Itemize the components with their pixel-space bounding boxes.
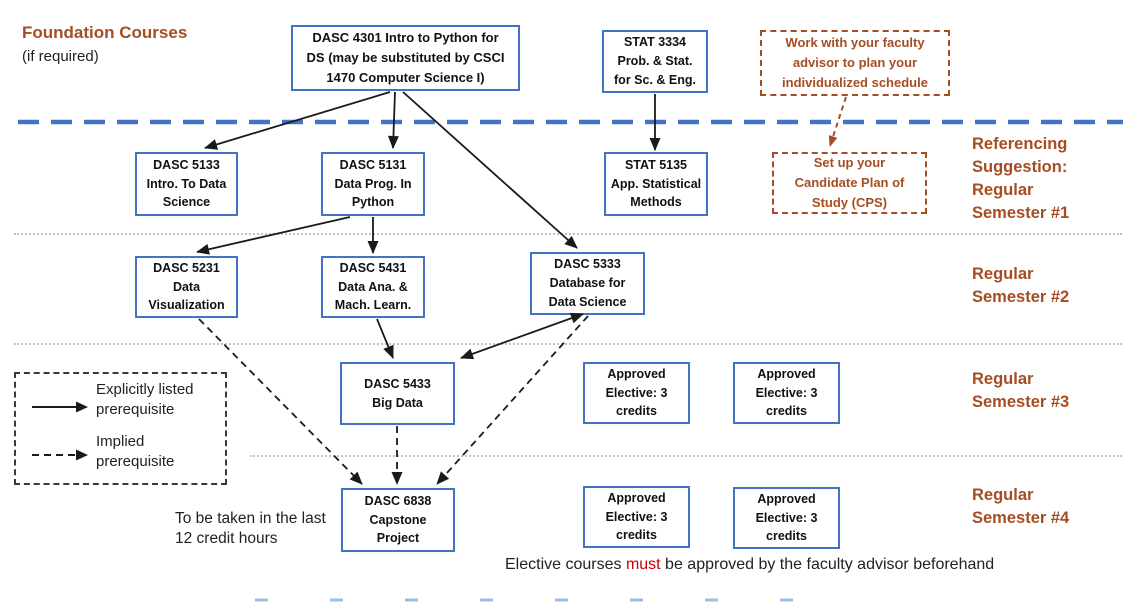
- elective-note-must: must: [625, 556, 661, 573]
- course-box-dasc-5333: DASC 5333 Database for Data Science: [530, 252, 645, 315]
- edge-dasc4301-dasc5333: [402, 91, 578, 249]
- elective-box-2: Approved Elective: 3 credits: [733, 362, 840, 424]
- elective-box-1: Approved Elective: 3 credits: [583, 362, 690, 424]
- edge-dasc4301-dasc5133: [204, 91, 391, 150]
- row-separator-1: [14, 233, 1122, 235]
- legend-implied-label: Implied prerequisite: [96, 433, 175, 470]
- foundation-courses-subtitle: (if required): [22, 48, 99, 65]
- semester-label-4: Regular Semester #4: [972, 486, 1070, 527]
- course-box-stat-3334: STAT 3334 Prob. & Stat. for Sc. & Eng.: [602, 30, 708, 93]
- elective-note-pre: Elective courses: [505, 556, 626, 573]
- edge-dasc5333-dasc6838: [436, 315, 589, 485]
- foundation-courses-title: Foundation Courses: [22, 23, 188, 42]
- course-box-dasc-5431: DASC 5431 Data Ana. & Mach. Learn.: [321, 256, 425, 318]
- course-box-dasc-5131: DASC 5131 Data Prog. In Python: [321, 152, 425, 216]
- row-separator-3: [250, 455, 1122, 457]
- advisor-cps-note-box: Set up your Candidate Plan of Study (CPS…: [772, 152, 927, 214]
- elective-approval-note: Elective courses must be approved by the…: [505, 556, 994, 574]
- course-box-dasc-5231: DASC 5231 Data Visualization: [135, 256, 238, 318]
- dashed-arrow-icon: [32, 449, 88, 461]
- elective-box-3: Approved Elective: 3 credits: [583, 486, 690, 548]
- edge-dasc5431-dasc5433: [376, 318, 394, 359]
- legend-box: Explicitly listed prerequisite Implied p…: [14, 372, 227, 485]
- capstone-timing-note: To be taken in the last 12 credit hours: [175, 510, 326, 547]
- course-box-stat-5135: STAT 5135 App. Statistical Methods: [604, 152, 708, 216]
- elective-note-post: be approved by the faculty advisor befor…: [660, 556, 995, 573]
- semester-label-2: Regular Semester #2: [972, 265, 1070, 306]
- edge-dasc4301-dasc5131: [387, 91, 399, 149]
- semester-label-1: Referencing Suggestion: Regular Semester…: [972, 135, 1070, 222]
- edge-dasc5333-dasc5433: [460, 312, 584, 360]
- edge-work-cps: [828, 96, 847, 147]
- course-box-dasc-6838: DASC 6838 Capstone Project: [341, 488, 455, 552]
- row-separator-2: [14, 343, 1122, 345]
- course-box-dasc-4301: DASC 4301 Intro to Python for DS (may be…: [291, 25, 520, 91]
- legend-explicit-label: Explicitly listed prerequisite: [96, 381, 194, 418]
- semester-label-3: Regular Semester #3: [972, 370, 1070, 411]
- advisor-work-note-box: Work with your faculty advisor to plan y…: [760, 30, 950, 96]
- solid-arrow-icon: [32, 401, 88, 413]
- course-box-dasc-5433: DASC 5433 Big Data: [340, 362, 455, 425]
- course-box-dasc-5133: DASC 5133 Intro. To Data Science: [135, 152, 238, 216]
- elective-box-4: Approved Elective: 3 credits: [733, 487, 840, 549]
